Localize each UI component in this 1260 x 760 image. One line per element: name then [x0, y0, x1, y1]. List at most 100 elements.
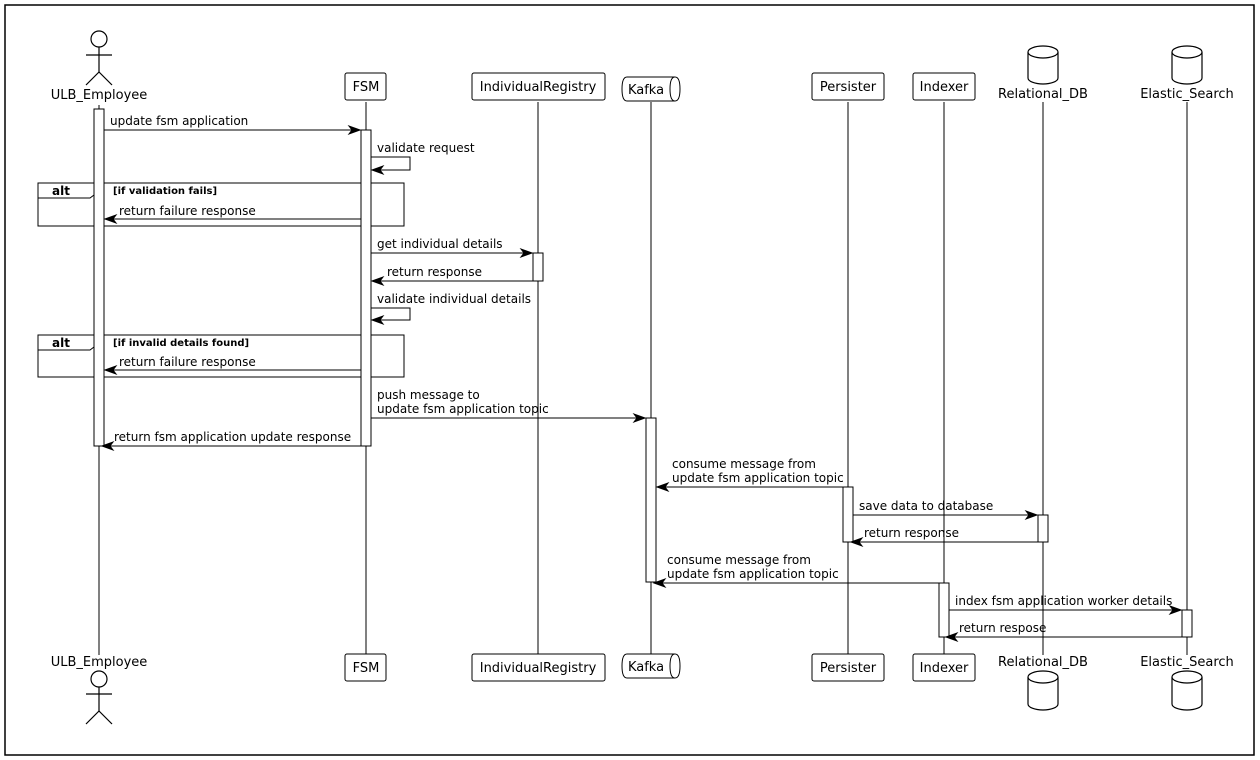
activation-bar [1181, 609, 1193, 638]
arrowhead [370, 314, 385, 326]
message-label: return fsm application update response [114, 430, 351, 444]
database-elastic-top: Elastic_Search [1140, 45, 1234, 102]
participant-label: ULB_Employee [51, 655, 148, 670]
message: return respose [944, 621, 1182, 643]
participant-label: IndividualRegistry [480, 80, 597, 95]
database-icon [1027, 45, 1059, 85]
activation-bar [842, 486, 854, 543]
messages: update fsm application validate request … [100, 114, 1183, 643]
arrowhead [1024, 509, 1039, 521]
message: get individual details [371, 237, 534, 259]
participant-label: Persister [820, 661, 877, 676]
arrowhead [103, 213, 118, 225]
activation-bar [360, 129, 372, 447]
participant-label: Elastic_Search [1140, 87, 1234, 102]
message: push message to update fsm application t… [371, 388, 647, 424]
participants-top: ULB_Employee FSM IndividualRegistry Kafk… [51, 30, 1234, 103]
participant-label: Relational_DB [998, 87, 1088, 102]
arrowhead [655, 481, 670, 493]
arrowhead [652, 577, 667, 589]
message: validate individual details [370, 292, 531, 326]
database-icon [1171, 45, 1203, 85]
participant-fsm-top: FSM [344, 72, 387, 101]
alt-fragment-title: alt [52, 336, 70, 350]
participant-box [471, 653, 606, 682]
actor-employee-bottom: ULB_Employee [51, 655, 148, 725]
activation-bar [1037, 514, 1049, 543]
message-label: get individual details [377, 237, 503, 251]
arrowhead [103, 364, 118, 376]
participant-label: Persister [820, 80, 877, 95]
message-label: index fsm application worker details [955, 594, 1172, 608]
queue-icon [621, 76, 681, 102]
message: update fsm application [104, 114, 362, 136]
message-label: consume message from [672, 457, 816, 471]
message: save data to database [853, 499, 1039, 521]
message-label: update fsm application topic [667, 567, 839, 581]
database-elastic-bottom: Elastic_Search [1140, 655, 1234, 711]
message-label: validate individual details [377, 292, 531, 306]
message: consume message from update fsm applicat… [655, 457, 844, 493]
message: validate request [370, 141, 475, 176]
person-icon [85, 670, 113, 725]
participant-indexer-top: Indexer [912, 72, 976, 101]
arrowhead [370, 164, 385, 176]
activation-bar [938, 582, 950, 638]
participant-persister-top: Persister [811, 72, 885, 101]
participant-label: Indexer [920, 80, 969, 95]
participant-label: Indexer [920, 661, 969, 676]
message-label: update fsm application topic [672, 471, 844, 485]
participant-registry-top: IndividualRegistry [471, 72, 606, 101]
activation-bar [645, 417, 657, 583]
participant-label: ULB_Employee [51, 88, 148, 103]
arrowhead [849, 536, 864, 548]
activation-bar [93, 108, 105, 447]
alt-fragment-title: alt [52, 184, 70, 198]
participant-label: Kafka [628, 83, 664, 98]
message-label: return response [864, 526, 959, 540]
actor-employee-top: ULB_Employee [51, 30, 148, 103]
participant-box [811, 72, 885, 101]
message: index fsm application worker details [949, 594, 1183, 616]
participant-fsm-bottom: FSM [344, 653, 387, 682]
activation-bar [532, 252, 544, 282]
message: return response [370, 265, 533, 287]
message-label: consume message from [667, 553, 811, 567]
arrowhead [632, 412, 647, 424]
participant-box [344, 72, 387, 101]
message-label: return failure response [119, 204, 256, 218]
alt-fragment-condition: [if validation fails] [113, 186, 217, 197]
message: return failure response [103, 204, 361, 225]
message-label: save data to database [859, 499, 993, 513]
participant-registry-bottom: IndividualRegistry [471, 653, 606, 682]
arrowhead [1168, 604, 1183, 616]
message: return response [849, 526, 1038, 548]
arrowhead [370, 275, 385, 287]
participant-persister-bottom: Persister [811, 653, 885, 682]
participant-label: IndividualRegistry [480, 661, 597, 676]
participant-box [811, 653, 885, 682]
message-label: push message to [377, 388, 480, 402]
database-reldb-top: Relational_DB [998, 45, 1088, 102]
arrowhead [100, 440, 115, 452]
message-label: update fsm application [110, 114, 248, 128]
database-icon [1027, 670, 1059, 711]
participant-box [912, 653, 976, 682]
queue-icon [621, 653, 681, 679]
participant-indexer-bottom: Indexer [912, 653, 976, 682]
queue-kafka-top: Kafka [621, 76, 681, 102]
message: consume message from update fsm applicat… [652, 553, 939, 589]
message-label: return respose [959, 621, 1046, 635]
message: return fsm application update response [100, 430, 361, 452]
participant-label: Relational_DB [998, 655, 1088, 670]
message-label: return failure response [119, 355, 256, 369]
alt-fragment-condition: [if invalid details found] [113, 338, 249, 349]
database-reldb-bottom: Relational_DB [998, 655, 1088, 711]
participant-box [471, 72, 606, 101]
participant-label: FSM [353, 80, 380, 95]
message-label: return response [387, 265, 482, 279]
arrowhead [519, 247, 534, 259]
participants-bottom: ULB_Employee FSM IndividualRegistry [51, 653, 1234, 725]
participant-label: Kafka [628, 660, 664, 675]
